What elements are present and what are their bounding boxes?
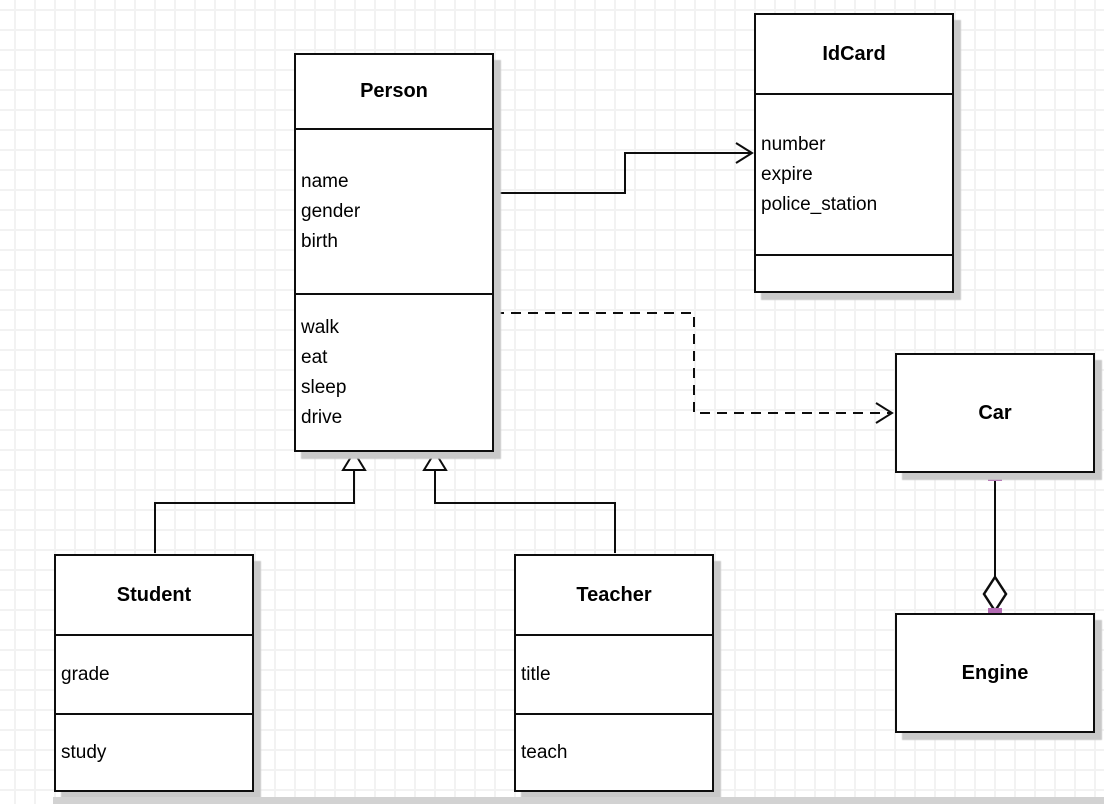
class-title: IdCard: [822, 42, 886, 65]
attribute: expire: [761, 163, 813, 185]
attributes-section: number expire police_station: [756, 93, 952, 254]
class-title: Engine: [961, 661, 1029, 684]
method: eat: [301, 346, 328, 368]
association-connector-person-idcard[interactable]: [494, 142, 754, 194]
attribute: number: [761, 133, 826, 155]
class-title: Car: [978, 401, 1012, 424]
attributes-section: title: [516, 634, 712, 713]
attribute: name: [301, 170, 349, 192]
class-idcard[interactable]: IdCard number expire police_station: [754, 13, 954, 293]
class-teacher[interactable]: Teacher title teach: [514, 554, 714, 792]
method: sleep: [301, 376, 347, 398]
method: drive: [301, 406, 343, 428]
hollow-triangle-arrowhead: [341, 450, 367, 471]
attribute: gender: [301, 200, 361, 222]
class-title: Person: [360, 80, 428, 102]
class-title: Student: [116, 583, 192, 606]
attribute: title: [521, 663, 551, 685]
dependency-connector-person-car[interactable]: [494, 312, 894, 424]
method: study: [61, 741, 107, 763]
attributes-section: name gender birth: [296, 128, 492, 293]
open-arrowhead: [735, 142, 754, 164]
class-car[interactable]: Car: [895, 353, 1095, 473]
methods-section: teach: [516, 713, 712, 790]
method: teach: [521, 741, 568, 763]
methods-section: [756, 254, 952, 291]
aggregation-connector-car-engine[interactable]: [982, 473, 1008, 614]
attribute: birth: [301, 230, 338, 252]
hollow-diamond-arrowhead: [982, 574, 1008, 614]
bottom-shadow-strip: [53, 797, 1104, 804]
method: walk: [301, 316, 340, 338]
methods-section: study: [56, 713, 252, 790]
attributes-section: grade: [56, 634, 252, 713]
generalization-connector-student-person[interactable]: [154, 450, 367, 553]
hollow-triangle-arrowhead: [422, 450, 448, 471]
class-student[interactable]: Student grade study: [54, 554, 254, 792]
attribute: police_station: [761, 193, 878, 215]
class-engine[interactable]: Engine: [895, 613, 1095, 733]
class-title: Teacher: [576, 583, 652, 606]
attribute: grade: [61, 663, 110, 685]
methods-section: walk eat sleep drive: [296, 293, 492, 450]
class-person[interactable]: Person name gender birth walk eat sleep …: [294, 53, 494, 452]
generalization-connector-teacher-person[interactable]: [422, 450, 616, 553]
open-arrowhead: [875, 402, 894, 424]
